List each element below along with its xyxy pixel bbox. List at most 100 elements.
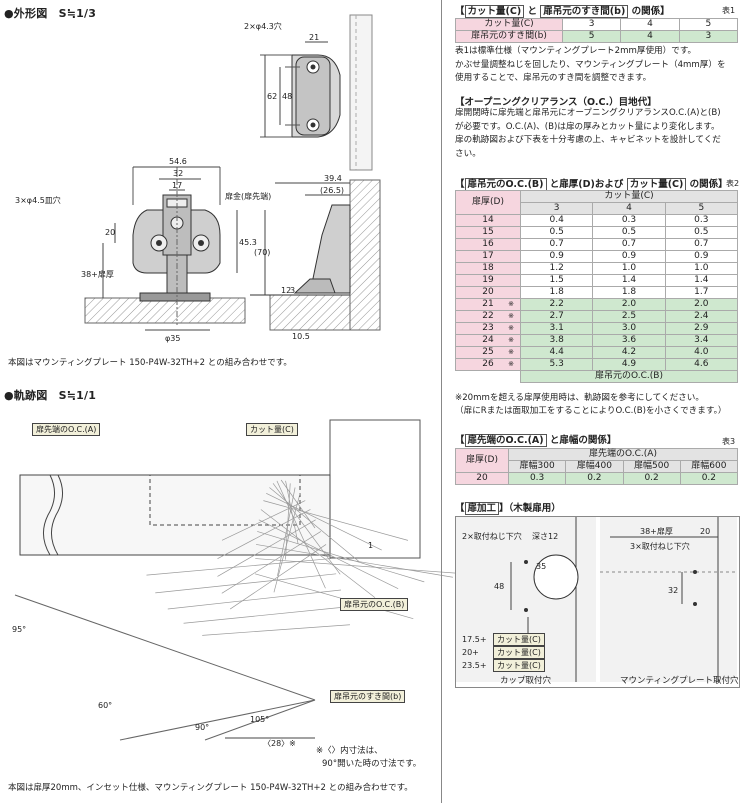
path-note-1: ※〈〉内寸法は、 bbox=[316, 746, 383, 756]
cup-dim-35: 35 bbox=[536, 562, 546, 571]
table2-value: 3.1 bbox=[519, 322, 594, 335]
table1-notes: 表1は標準仕様（マウンティングプレート2mm厚使用）です。かぶせ量調整ねじを回し… bbox=[455, 46, 726, 83]
trajectory-line bbox=[155, 573, 337, 594]
dim-phi35: φ35 bbox=[165, 334, 180, 343]
plate-dim-38: 38+扉厚 bbox=[640, 526, 673, 536]
path-caption: 本図は扉厚20mm、インセット仕様、マウンティングプレート 150-P4W-32… bbox=[8, 783, 413, 793]
table2-value: 0.5 bbox=[592, 226, 666, 239]
hinge-top-drawing: 2×φ4.3穴 21 48 62 bbox=[244, 14, 373, 171]
door-trajectory-drawing: 95° 60° 90° 105° 〈28〉※ 1 bbox=[12, 419, 484, 748]
table2-value: 4.0 bbox=[664, 346, 739, 359]
machining-title: 【扉加工】（木製扉用） bbox=[455, 502, 561, 515]
table2-value: 4.9 bbox=[592, 358, 666, 371]
dim-48: 48 bbox=[282, 92, 292, 101]
trajectory-line bbox=[183, 606, 346, 624]
table2-mark: ※ bbox=[508, 360, 514, 368]
table1-title: 【カット量(C) と 扉吊元のすき間(b) の関係】 bbox=[455, 5, 670, 18]
cup-dim-depth: 深さ12 bbox=[532, 532, 558, 541]
table2-title: 【扉吊元のO.C.(B) と扉厚(D)および カット量(C) の関係】 bbox=[455, 178, 728, 191]
table2-value: 2.0 bbox=[664, 298, 739, 311]
table2-thickness: 19 bbox=[455, 274, 521, 287]
table2-thickness-value: 25 bbox=[482, 347, 494, 357]
trajectory-line bbox=[167, 589, 341, 610]
clearance-text: 扉開閉時に扉先端と扉吊元にオープニングクリアランスO.C.(A)と(B)が必要で… bbox=[455, 108, 721, 159]
plate-dim-32: 32 bbox=[668, 586, 678, 595]
table2-thickness-value: 17 bbox=[482, 251, 494, 261]
dim-10-5: 10.5 bbox=[292, 332, 310, 341]
table2-mark: ※ bbox=[508, 300, 514, 308]
table2-value: 4.2 bbox=[592, 346, 666, 359]
table2-value: 0.7 bbox=[592, 238, 666, 251]
table2-thickness-value: 16 bbox=[482, 239, 494, 249]
dim-28: 〈28〉※ bbox=[263, 739, 296, 748]
outer-caption: 本図はマウンティングプレート 150-P4W-32TH+2 との組み合わせです。 bbox=[8, 358, 292, 368]
trajectory-line bbox=[146, 558, 332, 576]
dim-12: 12 bbox=[281, 286, 291, 295]
trajectory-line bbox=[254, 573, 414, 620]
dim-17: 17 bbox=[172, 181, 182, 190]
dim-32: 32 bbox=[173, 169, 183, 178]
table2-value: 1.4 bbox=[664, 274, 739, 287]
table2-thickness-value: 18 bbox=[482, 263, 494, 273]
dim-1: 1 bbox=[368, 541, 373, 550]
table2-thickness-value: 22 bbox=[482, 311, 494, 321]
cup-cut-label-1: カット量(C) bbox=[493, 633, 545, 646]
table2-value: 0.5 bbox=[664, 226, 739, 239]
trajectory-line bbox=[257, 531, 425, 583]
trajectory-line bbox=[217, 509, 311, 559]
hinge-side-drawing: 39.4 (26.5) (70) 12 3 10.5 bbox=[250, 174, 381, 341]
table2-value: 1.5 bbox=[519, 274, 594, 287]
table2-thickness-value: 26 bbox=[482, 359, 494, 369]
table2-value: 0.9 bbox=[519, 250, 594, 263]
table2-value: 3.6 bbox=[592, 334, 666, 347]
cup-caption: カップ取付穴 bbox=[500, 676, 552, 686]
table2-notes: ※20mmを超える扉厚使用時は、軌跡図を参考にしてください。（扉にRまたは面取加… bbox=[455, 393, 727, 416]
trajectory-line bbox=[255, 544, 453, 578]
table2-value: 0.9 bbox=[592, 250, 666, 263]
trajectory-line bbox=[263, 500, 409, 541]
table2-thickness: 16 bbox=[455, 238, 521, 251]
dim-3: 3 bbox=[290, 286, 295, 295]
table2-value: 4.6 bbox=[664, 358, 739, 371]
cup-pre-23-5: 23.5+ bbox=[462, 661, 487, 670]
table2-value: 0.9 bbox=[664, 250, 739, 263]
plate-caption: マウンティングプレート取付穴 bbox=[620, 676, 739, 686]
table2-thickness-value: 20 bbox=[482, 287, 494, 297]
angle-105: 105° bbox=[250, 715, 269, 724]
dim-26-5: (26.5) bbox=[320, 186, 344, 195]
trajectory-line bbox=[277, 487, 296, 577]
trajectory-line bbox=[285, 483, 291, 560]
table2-thickness: 15 bbox=[455, 226, 521, 239]
table2-value: 3.0 bbox=[592, 322, 666, 335]
table2-value: 0.5 bbox=[519, 226, 594, 239]
dim-centerline: 扉金(扉先端) bbox=[225, 191, 271, 201]
table2-value: 1.7 bbox=[664, 286, 739, 299]
trajectory-line bbox=[260, 509, 376, 598]
table2-value: 0.3 bbox=[592, 214, 666, 227]
table2-thickness: 14 bbox=[455, 214, 521, 227]
dim-20: 20 bbox=[105, 228, 115, 237]
angle-90: 90° bbox=[195, 723, 209, 732]
table2-value: 2.0 bbox=[592, 298, 666, 311]
table2-value: 1.0 bbox=[664, 262, 739, 275]
table2-value: 0.7 bbox=[664, 238, 739, 251]
dim-door-thick: 38+扉厚 bbox=[81, 269, 114, 279]
table1-number: 表1 bbox=[722, 6, 736, 15]
plate-hole-drawing: 38+扉厚 20 3×取付ねじ下穴 32 bbox=[600, 517, 737, 682]
table2-thickness: 21※ bbox=[455, 298, 521, 311]
table2-value: 3.8 bbox=[519, 334, 594, 347]
table2-value: 2.4 bbox=[664, 310, 739, 323]
table2-thickness-value: 14 bbox=[482, 215, 494, 225]
dim-holes-top: 2×φ4.3穴 bbox=[244, 21, 282, 31]
dim-holes3: 3×φ4.5皿穴 bbox=[15, 195, 61, 205]
table2-value: 2.7 bbox=[519, 310, 594, 323]
trajectory-line bbox=[217, 519, 316, 577]
table2-thickness-value: 15 bbox=[482, 227, 494, 237]
